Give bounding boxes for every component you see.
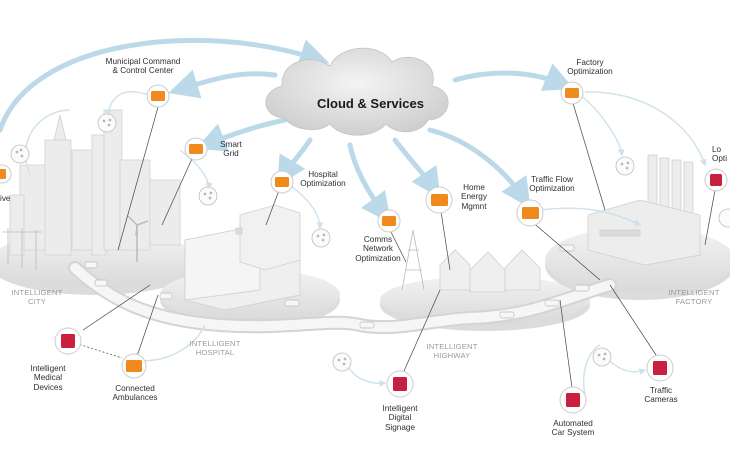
cloud-connections xyxy=(0,37,575,224)
label-traffic-flow: Traffic Flow Optimization xyxy=(529,175,575,194)
label-traffic-cameras: Traffic Cameras xyxy=(644,386,678,405)
orange-cube-icon xyxy=(377,209,401,233)
sensor-icons xyxy=(10,113,730,372)
red-cube-icon xyxy=(704,168,728,192)
sensor-dots-icon xyxy=(332,352,352,372)
label-hospital-optimization: Hospital Optimization xyxy=(300,170,346,189)
cloud-icon xyxy=(265,47,449,136)
red-nodes xyxy=(54,168,728,414)
label-left-cut: ive xyxy=(0,194,11,203)
label-connected-ambulances: Connected Ambulances xyxy=(112,384,158,403)
sensor-dots-icon xyxy=(97,113,117,133)
label-home-energy: Home Energy Mgmnt xyxy=(461,183,487,211)
sensor-dots-icon xyxy=(311,228,331,248)
red-cube-icon xyxy=(386,370,414,398)
sensor-dots-icon xyxy=(10,144,30,164)
orange-nodes xyxy=(0,81,584,379)
orange-cube-icon xyxy=(184,137,208,161)
orange-cube-icon xyxy=(270,170,294,194)
sensor-dots-icon xyxy=(592,347,612,367)
orange-cube-icon xyxy=(560,81,584,105)
label-intelligent-medical: Intelligent Medical Devices xyxy=(30,364,66,392)
label-comms-network: Comms Network Optimization xyxy=(355,235,401,263)
label-digital-signage: Intelligent Digital Signage xyxy=(382,404,418,432)
zone-intelligent-city: INTELLIGENT CITY xyxy=(11,288,63,306)
red-cube-icon xyxy=(646,354,674,382)
city-buildings xyxy=(2,109,181,270)
orange-cube-icon xyxy=(0,164,12,184)
hospital-building xyxy=(184,204,301,311)
zone-intelligent-factory: INTELLIGENT FACTORY xyxy=(668,288,720,306)
cars xyxy=(84,244,590,329)
orange-cube-icon xyxy=(425,186,453,214)
label-factory-optimization: Factory Optimization xyxy=(567,58,613,77)
highway-houses xyxy=(401,229,541,293)
sensor-dots-icon xyxy=(198,186,218,206)
zone-intelligent-hospital: INTELLIGENT HOSPITAL xyxy=(189,339,241,357)
factory-building xyxy=(587,154,701,266)
label-smart-grid: Smart Grid xyxy=(220,140,242,159)
orange-cube-icon xyxy=(146,84,170,108)
red-cube-icon xyxy=(54,327,82,355)
label-municipal-command: Municipal Command & Control Center xyxy=(105,57,181,76)
pointer-lines xyxy=(71,99,716,389)
zone-intelligent-highway: INTELLIGENT HIGHWAY xyxy=(426,342,478,360)
sensor-dots-icon xyxy=(615,156,635,176)
orange-cube-icon xyxy=(121,353,147,379)
cloud-services-title: Cloud & Services xyxy=(317,96,424,111)
label-automated-car: Automated Car System xyxy=(551,419,595,438)
sensor-dots-icon xyxy=(718,208,730,228)
orange-cube-icon xyxy=(516,199,544,227)
label-right-cut: Lo Opti xyxy=(712,145,728,164)
red-cube-icon xyxy=(559,386,587,414)
